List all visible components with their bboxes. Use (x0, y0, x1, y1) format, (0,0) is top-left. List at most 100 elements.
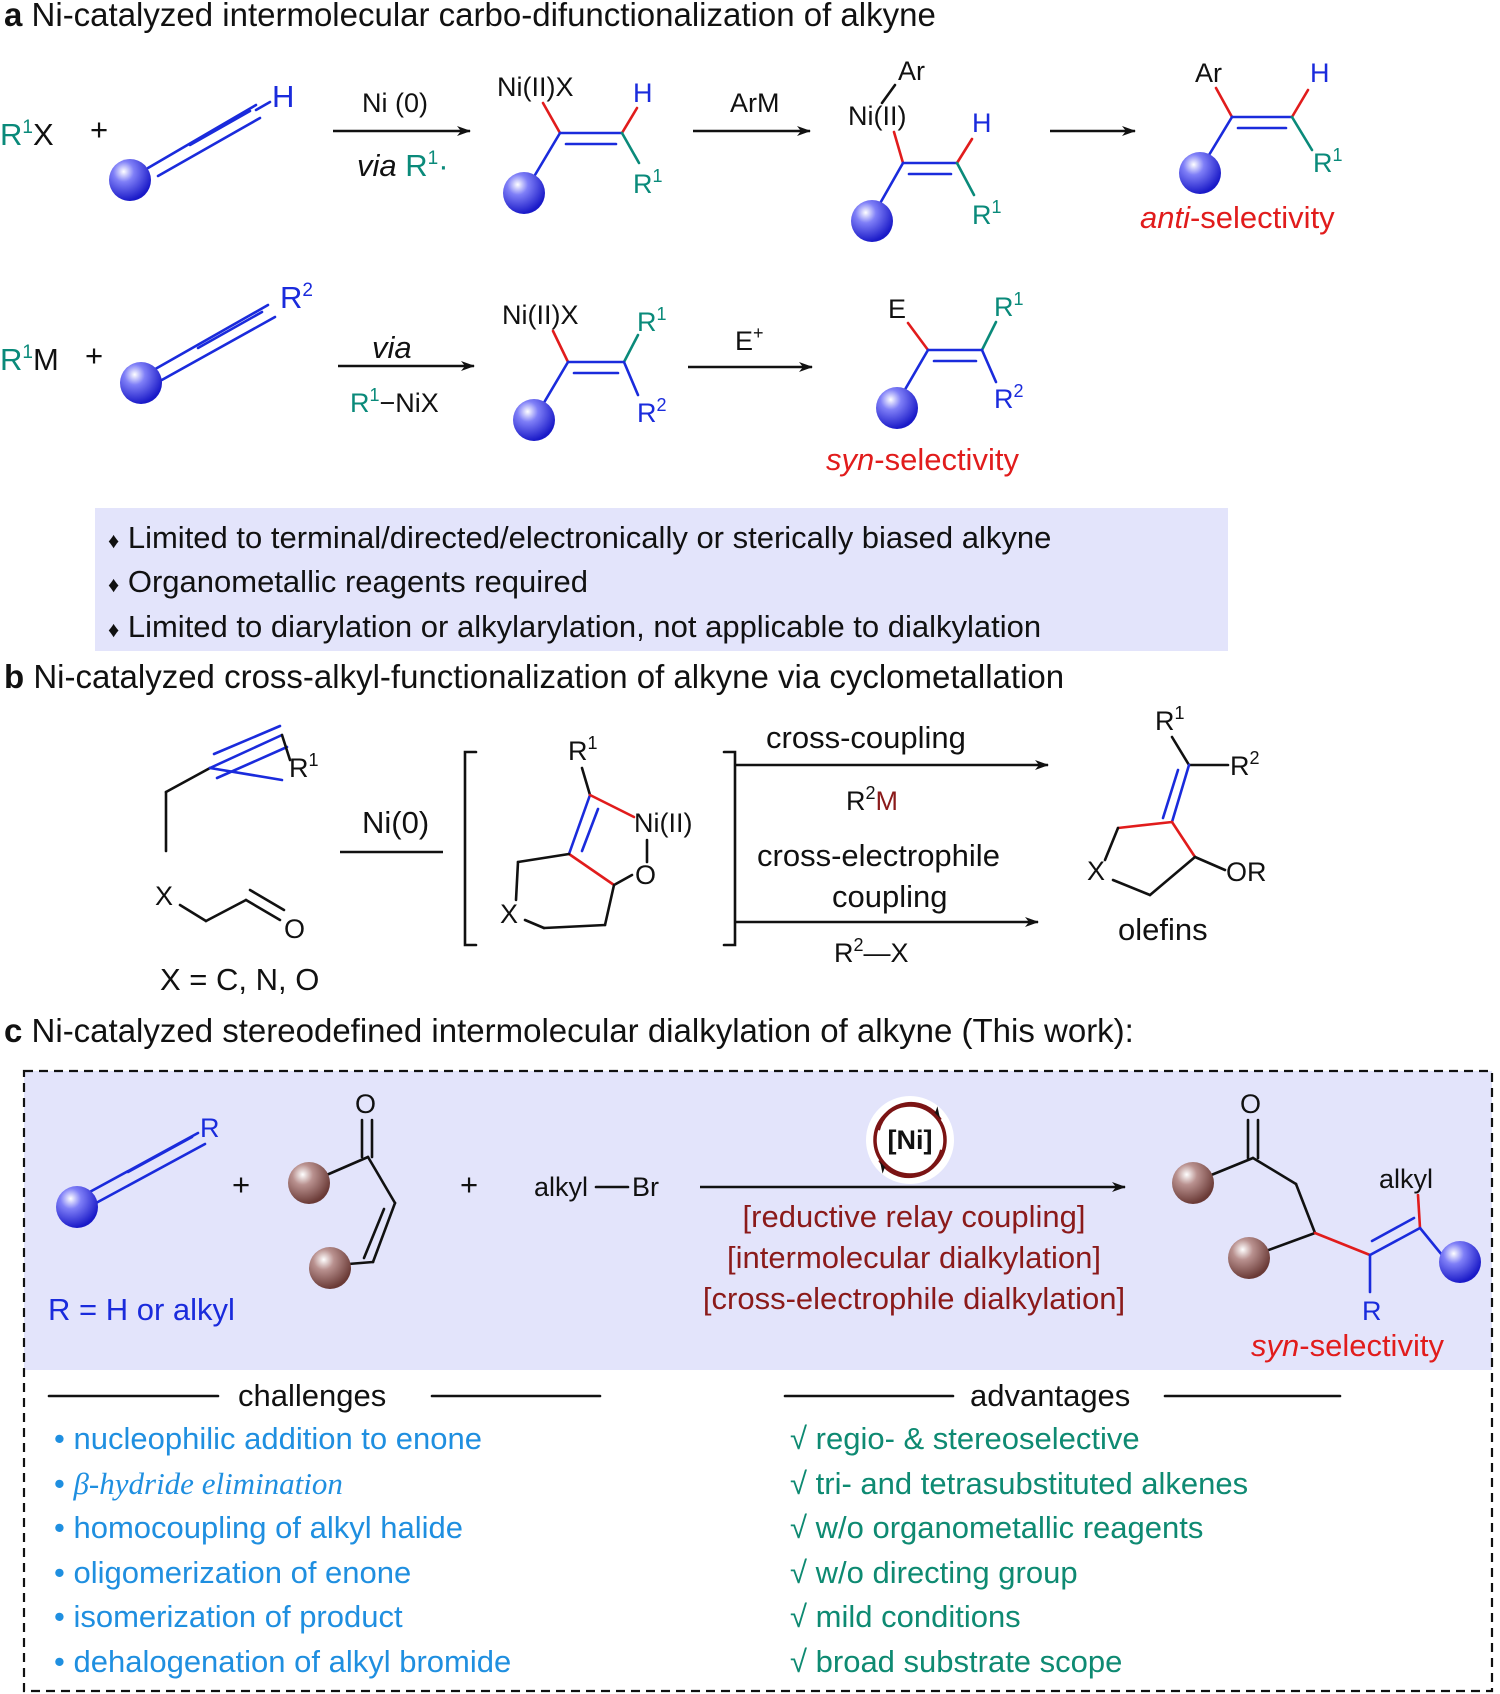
r1m-label: R1M (0, 342, 59, 377)
catalytic-cycle-icon (873, 1103, 947, 1177)
challenge-5: • isomerization of product (54, 1599, 403, 1634)
olefin-product: R1 R2 OR X olefins (1087, 703, 1267, 947)
plus-c-1: + (232, 1167, 250, 1202)
prod-ar: Ar (1195, 58, 1222, 88)
int2-r1: R1 (972, 197, 1002, 230)
panel-b-letter: b (4, 658, 24, 695)
cross-coupling-reagent: R2M (846, 783, 898, 816)
row1-reagent: R1X + (0, 112, 108, 152)
int2-h: H (972, 108, 992, 138)
arrow-b-top: Ni(0) (362, 805, 429, 840)
olefin-r2: R2 (1230, 748, 1260, 781)
prod-c-alkyl: alkyl (1379, 1164, 1433, 1194)
condition-3: [cross-electrophile dialkylation] (703, 1281, 1125, 1316)
condition-2: [intermolecular dialkylation] (727, 1240, 1101, 1275)
metallacycle: R1 Ni(II) O X (500, 733, 692, 930)
product-c: O alkyl R syn-selectivity (1172, 1089, 1481, 1363)
challenge-3: • homocoupling of alkyl halide (54, 1510, 463, 1545)
arrow-b-main: Ni(0) (340, 805, 443, 854)
enone-sphere-1 (288, 1162, 330, 1204)
enyne-substrate: R1 X O X = C, N, O (155, 724, 319, 997)
metallacycle-x: X (500, 899, 518, 929)
arrow-1b-bottom: R1−NiX (350, 385, 439, 418)
enyne-r1: R1 (289, 750, 319, 783)
syn-selectivity-label: syn-selectivity (826, 442, 1019, 477)
plus-sign-2: + (85, 338, 103, 373)
arrow-2a-top: ArM (730, 88, 780, 118)
alkyne-h: H (272, 79, 294, 114)
terminal-alkyne: H (109, 79, 294, 201)
limitation-1: ♦ Limited to terminal/directed/electroni… (108, 520, 1051, 555)
arrow-1a: Ni (0) via R1· (333, 88, 471, 183)
bracket-right (722, 750, 737, 947)
internal-alkyne: R2 (120, 280, 313, 404)
intermediate-1b: Ni(II)X R1 R2 (502, 300, 667, 441)
alkyl-bromide: alkyl Br (534, 1172, 659, 1202)
prod-h: H (1310, 58, 1330, 88)
arrow-1a-bottom: via R1· (357, 148, 449, 183)
arrow-c: [reductive relay coupling] [intermolecul… (700, 1182, 1126, 1316)
cross-electrophile-reagent: R2—X (834, 935, 909, 968)
int-ni-x: Ni(II)X (502, 300, 579, 330)
enyne-x: X (155, 881, 173, 911)
olefin-r1: R1 (1155, 703, 1185, 736)
intermediate-1a: Ni(II)X H R1 (497, 72, 663, 214)
syn-selectivity-c: syn-selectivity (1251, 1328, 1444, 1363)
ni-catalyst-label: [Ni] (888, 1125, 933, 1155)
advantages-column: advantages √ regio- & stereoselective √ … (783, 1378, 1342, 1679)
plus-sign: + (90, 112, 108, 147)
advantages-title: advantages (970, 1378, 1130, 1413)
arrow-1a-top: Ni (0) (362, 88, 428, 118)
enone: O (288, 1089, 397, 1289)
path-cross-coupling: cross-coupling R2M (735, 720, 1049, 816)
metallacycle-r1: R1 (568, 733, 598, 766)
panel-a-letter: a (4, 0, 23, 33)
r1x-label: R1X (0, 117, 54, 152)
dashed-frame (22, 1069, 1494, 1693)
int2-ni: Ni(II) (848, 101, 906, 131)
substrate-sphere (109, 159, 151, 201)
arrow-1b-top: via (372, 330, 412, 365)
challenge-1: • nucleophilic addition to enone (54, 1421, 482, 1456)
br-label: Br (632, 1172, 659, 1202)
challenges-column: challenges • nucleophilic addition to en… (47, 1378, 602, 1679)
row2-reagent: R1M + (0, 338, 103, 377)
arrow-2b: E+ (688, 323, 813, 372)
panel-b: b Ni-catalyzed cross-alkyl-functionaliza… (4, 658, 1267, 997)
arrow-2a: ArM (693, 88, 811, 136)
r-definition: R = H or alkyl (48, 1292, 235, 1327)
prod-r1: R1 (1313, 145, 1343, 178)
int1-r1: R1 (633, 166, 663, 199)
panel-c: c Ni-catalyzed stereodefined intermolecu… (4, 1012, 1494, 1693)
prod-e: E (888, 294, 906, 324)
alkyne-c-r: R (200, 1113, 220, 1143)
advantage-5: √ mild conditions (790, 1599, 1021, 1634)
panel-b-title: b Ni-catalyzed cross-alkyl-functionaliza… (4, 658, 1064, 695)
arrow-1b: via R1−NiX (338, 330, 475, 418)
int1-h: H (633, 78, 653, 108)
product-syn: E R1 R2 syn-selectivity (826, 289, 1024, 477)
int2-ar: Ar (898, 56, 925, 86)
enyne-o: O (284, 914, 305, 944)
cross-electrophile-label-2: coupling (832, 879, 947, 914)
limitations-box: ♦ Limited to terminal/directed/electroni… (95, 508, 1228, 651)
metallacycle-ni: Ni(II) (634, 808, 692, 838)
int1-ni-label: Ni(II)X (497, 72, 574, 102)
alkyne-c: R R = H or alkyl (48, 1113, 235, 1327)
prod-c-o: O (1240, 1089, 1261, 1119)
limitation-2: ♦ Organometallic reagents required (108, 564, 588, 599)
olefin-x: X (1087, 856, 1105, 886)
anti-selectivity-label: anti-selectivity (1140, 200, 1335, 235)
alkyl-label: alkyl (534, 1172, 588, 1202)
advantage-6: √ broad substrate scope (790, 1644, 1122, 1679)
challenge-6: • dehalogenation of alkyl bromide (54, 1644, 511, 1679)
intermediate-2a: Ar Ni(II) H R1 (848, 56, 1002, 242)
int-r2: R2 (637, 395, 667, 428)
product-anti: Ar H R1 anti-selectivity (1140, 58, 1343, 235)
enone-sphere-2 (309, 1247, 351, 1289)
panel-a: a Ni-catalyzed intermolecular carbo-difu… (0, 0, 1343, 651)
olefins-label: olefins (1118, 912, 1208, 947)
x-definition: X = C, N, O (160, 962, 319, 997)
advantage-3: √ w/o organometallic reagents (790, 1510, 1203, 1545)
